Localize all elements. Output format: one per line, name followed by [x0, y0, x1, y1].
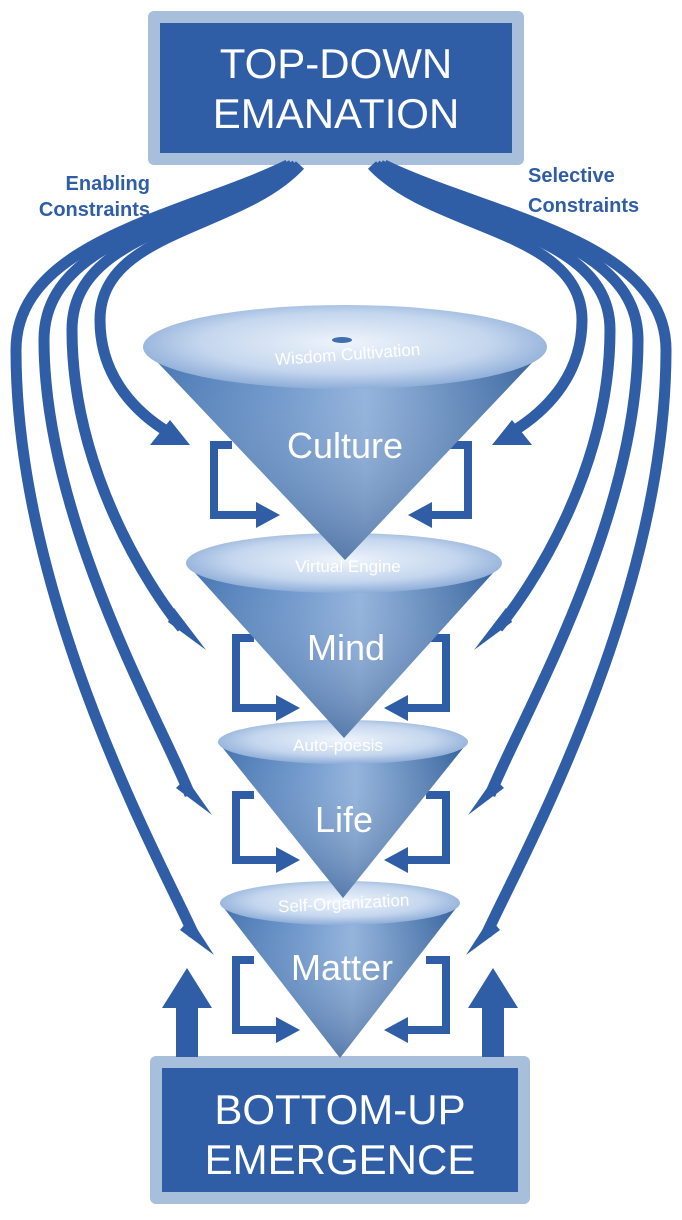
left-emergence-shaft [176, 1005, 198, 1057]
mind-right-loop [406, 634, 450, 712]
top-box-line2: EMANATION [213, 90, 460, 137]
left-stream-to-life [38, 160, 295, 798]
selective-constraints-label: Selective Constraints [528, 165, 639, 217]
left-arrowhead-culture [150, 420, 190, 445]
matter-right-loop-head [384, 1017, 408, 1043]
emergence-arrows [162, 968, 518, 1057]
top-down-emanation-box: TOP-DOWN EMANATION [148, 11, 524, 165]
right-label-line2: Constraints [528, 195, 639, 217]
feedback-loops [210, 441, 472, 1043]
culture-left-loop-head [256, 502, 280, 528]
matter-level-label: Matter [291, 947, 393, 988]
culture-cone: Wisdom Cultivation Culture [143, 305, 547, 560]
life-process-label: Auto-poesis [293, 736, 383, 755]
mind-left-loop [232, 634, 278, 712]
matter-cone: Self-Organization Matter [220, 881, 460, 1058]
left-emergence-head [162, 968, 212, 1008]
life-right-loop [406, 791, 450, 864]
culture-level-label: Culture [287, 425, 403, 466]
life-right-loop-head [384, 847, 408, 873]
bottom-box-line1: BOTTOM-UP [214, 1086, 465, 1133]
left-arrowhead-mind [168, 608, 206, 650]
right-label-line1: Selective [528, 165, 615, 187]
mind-cone: Virtual Engine Mind [186, 533, 502, 738]
top-box-line1: TOP-DOWN [220, 40, 453, 87]
selective-constraint-arrows [367, 160, 672, 955]
mind-process-label: Virtual Engine [295, 557, 401, 576]
culture-right-loop [430, 441, 472, 519]
matter-left-loop [232, 956, 278, 1034]
mind-level-label: Mind [307, 627, 385, 668]
culture-right-loop-head [408, 502, 432, 528]
matter-right-loop [406, 956, 450, 1034]
life-left-loop [232, 791, 278, 864]
right-emergence-shaft [482, 1005, 504, 1057]
left-label-line2: Constraints [39, 199, 150, 221]
life-level-label: Life [315, 799, 373, 840]
enabling-constraint-arrows [10, 160, 305, 955]
mind-right-loop-head [384, 695, 408, 721]
left-arrowhead-life [176, 778, 212, 815]
left-stream-to-mind [66, 160, 300, 632]
right-arrowhead-mind [474, 608, 512, 650]
cone-apex-mark [332, 337, 352, 343]
right-arrowhead-life [468, 778, 504, 815]
right-arrowhead-matter [466, 918, 500, 955]
mind-left-loop-head [276, 695, 300, 721]
right-emergence-head [468, 968, 518, 1008]
culture-left-loop [210, 441, 258, 519]
left-arrowhead-matter [180, 918, 214, 955]
left-stream-to-matter [10, 160, 291, 938]
bottom-box-line2: EMERGENCE [205, 1136, 476, 1183]
right-stream-to-mind [372, 160, 616, 632]
right-arrowhead-culture [492, 420, 532, 445]
left-label-line1: Enabling [66, 173, 150, 195]
matter-left-loop-head [276, 1017, 300, 1043]
life-cone: Auto-poesis Life [218, 720, 468, 898]
right-stream-to-life [377, 160, 644, 798]
right-stream-to-matter [381, 160, 672, 938]
bottom-up-emergence-box: BOTTOM-UP EMERGENCE [150, 1056, 530, 1204]
enabling-constraints-label: Enabling Constraints [39, 173, 150, 221]
life-left-loop-head [276, 847, 300, 873]
left-stream-to-culture [94, 161, 305, 437]
right-stream-to-culture [367, 161, 588, 437]
